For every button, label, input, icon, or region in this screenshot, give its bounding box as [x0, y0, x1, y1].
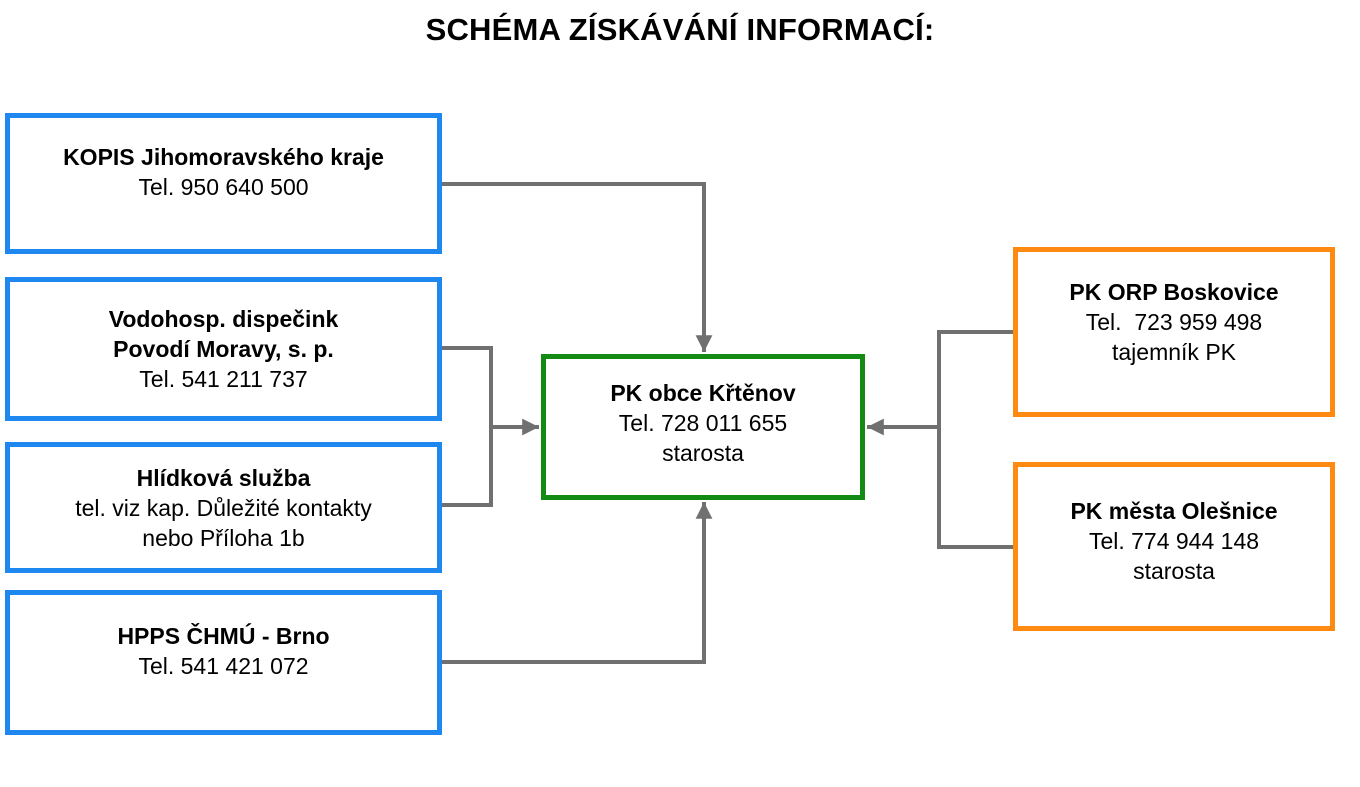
- source-box-vodohosp: Vodohosp. dispečink Povodí Moravy, s. p.…: [5, 277, 442, 421]
- partner-olesnice-phone: Tel. 774 944 148: [1088, 527, 1260, 554]
- source-box-hpps: HPPS ČHMÚ - Brno Tel. 541 421 072: [5, 590, 442, 735]
- partner-box-olesnice: PK města Olešnice Tel. 774 944 148 staro…: [1013, 462, 1335, 631]
- source-kopis-phone: Tel. 950 640 500: [138, 173, 309, 200]
- source-box-hlidkova: Hlídková služba tel. viz kap. Důležité k…: [5, 442, 442, 573]
- line-partners-bracket: [937, 330, 1013, 549]
- source-kopis-name: KOPIS Jihomoravského kraje: [63, 143, 384, 170]
- source-hpps-phone: Tel. 541 421 072: [138, 652, 309, 679]
- source-vodohosp-org: Povodí Moravy, s. p.: [113, 336, 334, 362]
- arrow-kopis-to-center: [442, 182, 713, 352]
- partner-olesnice-role: starosta: [1133, 557, 1215, 584]
- line-vodo-to-junction: [442, 346, 493, 507]
- partner-orp-phone: Tel. 723 959 498: [1085, 309, 1263, 335]
- source-vodohosp-phone: Tel. 541 211 737: [139, 366, 308, 392]
- arrow-hpps-to-center: [442, 502, 713, 664]
- partner-olesnice-name: PK města Olešnice: [1070, 497, 1278, 524]
- center-name: PK obce Křtěnov: [610, 380, 796, 406]
- source-hlidkova-appendix: nebo Příloha 1b: [142, 524, 305, 551]
- diagram-title: SCHÉMA ZÍSKÁVÁNÍ INFORMACÍ:: [425, 12, 935, 47]
- source-hlidkova-contact: tel. viz kap. Důležité kontakty: [75, 494, 372, 521]
- center-phone: Tel. 728 011 655: [618, 410, 788, 436]
- partner-orp-name: PK ORP Boskovice: [1069, 279, 1279, 305]
- partner-orp-role: tajemník PK: [1112, 339, 1236, 365]
- center-role: starosta: [662, 440, 744, 466]
- source-hpps-name: HPPS ČHMÚ - Brno: [117, 622, 330, 649]
- partner-box-orp-boskovice: PK ORP Boskovice Tel. 723 959 498 tajemn…: [1013, 247, 1335, 417]
- source-vodohosp-name: Vodohosp. dispečink: [108, 306, 339, 332]
- source-box-kopis: KOPIS Jihomoravského kraje Tel. 950 640 …: [5, 113, 442, 254]
- center-box-pk-krtenov: PK obce Křtěnov Tel. 728 011 655 starost…: [541, 354, 865, 500]
- source-hlidkova-name: Hlídková služba: [136, 464, 311, 491]
